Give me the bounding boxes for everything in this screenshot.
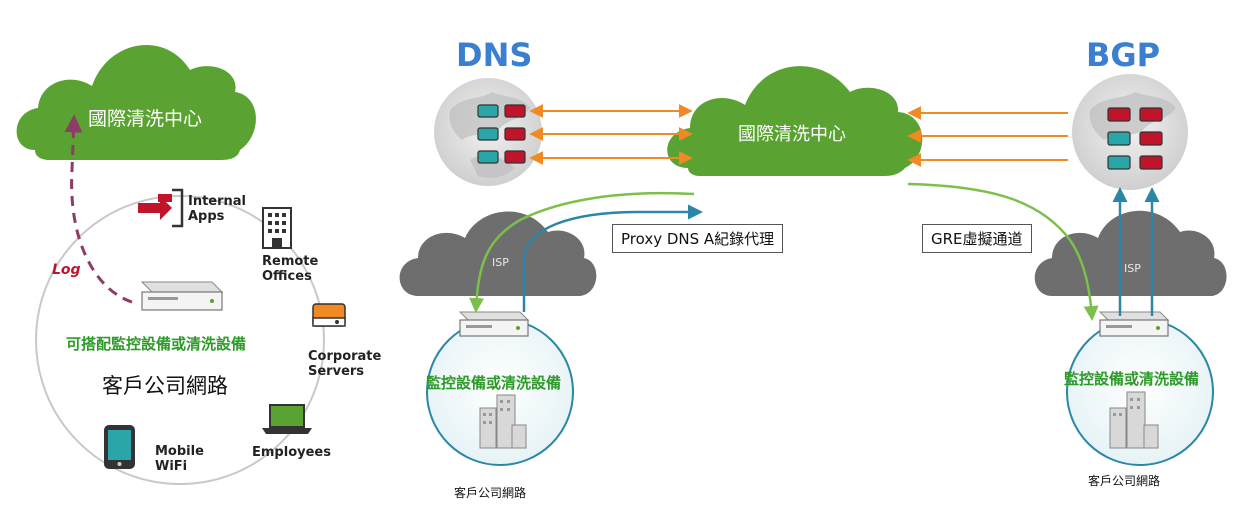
bgp-title: BGP <box>1086 36 1161 74</box>
bgp-globe-server-group <box>1072 74 1188 190</box>
remote-office-building-icon <box>262 207 292 249</box>
employee-laptop-icon <box>262 404 312 434</box>
dns-isp-cloud <box>399 211 597 296</box>
internal-apps-label: Internal Apps <box>188 194 246 224</box>
mobile-wifi-label: Mobile WiFi <box>155 444 204 474</box>
remote-offices-label-line1: Remote <box>262 254 319 269</box>
dns-customer-label: 客戶公司網路 <box>454 486 527 500</box>
log-dashed-arrow <box>64 114 133 304</box>
bgp-monitor-caption: 監控設備或清洗設備 <box>1064 370 1200 388</box>
dns-customer-server-icon <box>458 311 530 337</box>
mobile-wifi-label-line2: WiFi <box>155 459 188 474</box>
bgp-isp-label: ISP <box>1124 262 1141 275</box>
bgp-isp-cloud <box>1034 210 1227 296</box>
center-cloud-label: 國際清洗中心 <box>738 124 846 145</box>
proxy-dns-box: Proxy DNS A紀錄代理 <box>612 224 784 253</box>
mobile-phone-icon <box>104 425 135 469</box>
internal-apps-icon <box>138 188 184 228</box>
dns-title: DNS <box>456 36 533 74</box>
mobile-wifi-label-line1: Mobile <box>155 444 204 459</box>
remote-offices-label: Remote Offices <box>262 254 318 284</box>
left-cloud-label: 國際清洗中心 <box>88 108 203 130</box>
dns-blue-path <box>522 204 703 312</box>
gre-green-path <box>907 182 1099 321</box>
internal-apps-label-line2: Apps <box>188 209 225 224</box>
bgp-customer-building-icon <box>1109 391 1159 449</box>
left-scrubbing-cloud <box>16 45 256 160</box>
dns-server-grid <box>477 104 526 164</box>
log-label: Log <box>52 262 81 278</box>
bgp-customer-server-icon <box>1098 311 1170 337</box>
center-scrubbing-cloud <box>667 66 923 176</box>
dns-monitor-caption: 監控設備或清洗設備 <box>426 374 562 392</box>
internal-apps-label-line1: Internal <box>188 194 247 209</box>
dns-isp-label: ISP <box>492 256 509 269</box>
employees-label: Employees <box>252 445 331 460</box>
dns-customer-building-icon <box>479 394 527 449</box>
corporate-servers-label: Corporate Servers <box>308 349 381 379</box>
corporate-servers-label-line2: Servers <box>308 364 365 379</box>
corporate-server-icon <box>312 303 346 327</box>
customer-network-ring <box>35 195 325 485</box>
gre-tunnel-box: GRE虛擬通道 <box>922 224 1032 253</box>
dns-green-path <box>469 191 695 313</box>
bgp-server-grid <box>1107 107 1163 170</box>
left-rack-server-icon <box>140 281 224 311</box>
corporate-servers-label-line1: Corporate <box>308 349 382 364</box>
left-equipment-caption: 可搭配監控設備或清洗設備 <box>66 335 247 353</box>
left-network-title: 客戶公司網路 <box>102 374 228 398</box>
remote-offices-label-line2: Offices <box>262 269 312 284</box>
bgp-customer-label: 客戶公司網路 <box>1088 474 1161 488</box>
